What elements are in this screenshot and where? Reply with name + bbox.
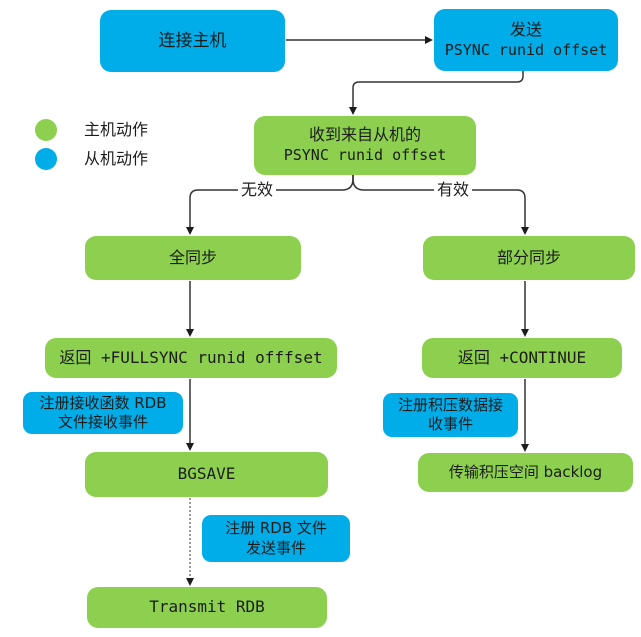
node-register-recv-function: 注册接收函数 RDB 文件接收事件 [23,392,183,434]
legend-dot-slave-icon [35,148,57,170]
node-label: 发送 [509,19,542,39]
node-return-fullsync: 返回 +FULLSYNC runid offfset [45,338,337,378]
node-return-continue: 返回 +CONTINUE [422,338,622,378]
node-label: 注册积压数据接 [397,395,503,414]
legend-label-slave: 从机动作 [84,149,149,168]
node-label: 返回 +CONTINUE [457,347,587,367]
node-full-sync: 全同步 [85,236,301,280]
connector-send-to-recv [349,71,524,115]
node-bgsave: BGSAVE [85,452,328,497]
node-register-rdb-send: 注册 RDB 文件 发送事件 [202,515,350,562]
node-label: 连接主机 [158,30,227,51]
node-label: Transmit RDB [149,597,265,617]
node-send-psync: 发送 PSYNC runid offset [434,9,618,71]
node-register-backlog-recv: 注册积压数据接 收事件 [383,393,518,437]
branch-label-invalid: 无效 [238,180,277,200]
legend-dot-master-icon [35,119,57,141]
node-label: 返回 +FULLSYNC runid offfset [59,347,323,367]
node-transmit-rdb: Transmit RDB [87,587,327,628]
node-label: PSYNC runid offset [283,146,447,165]
legend-label-master: 主机动作 [84,120,149,139]
node-recv-psync: 收到来自从机的 PSYNC runid offset [254,116,476,175]
node-label: BGSAVE [177,464,236,484]
node-label: 文件接收事件 [57,413,148,431]
node-partial-sync: 部分同步 [423,236,635,280]
node-label: 注册 RDB 文件 [225,519,327,537]
node-connect-master: 连接主机 [100,10,285,72]
node-label: 全同步 [168,247,217,267]
node-label: PSYNC runid offset [444,40,608,59]
node-label: 注册接收函数 RDB [39,393,167,412]
node-label: 部分同步 [496,247,561,267]
node-transmit-backlog: 传输积压空间 backlog [418,453,633,492]
node-label: 传输积压空间 backlog [448,462,603,481]
node-label: 收事件 [427,415,473,433]
branch-label-valid: 有效 [434,180,473,200]
node-label: 收到来自从机的 [308,125,421,145]
node-label: 发送事件 [245,538,306,557]
